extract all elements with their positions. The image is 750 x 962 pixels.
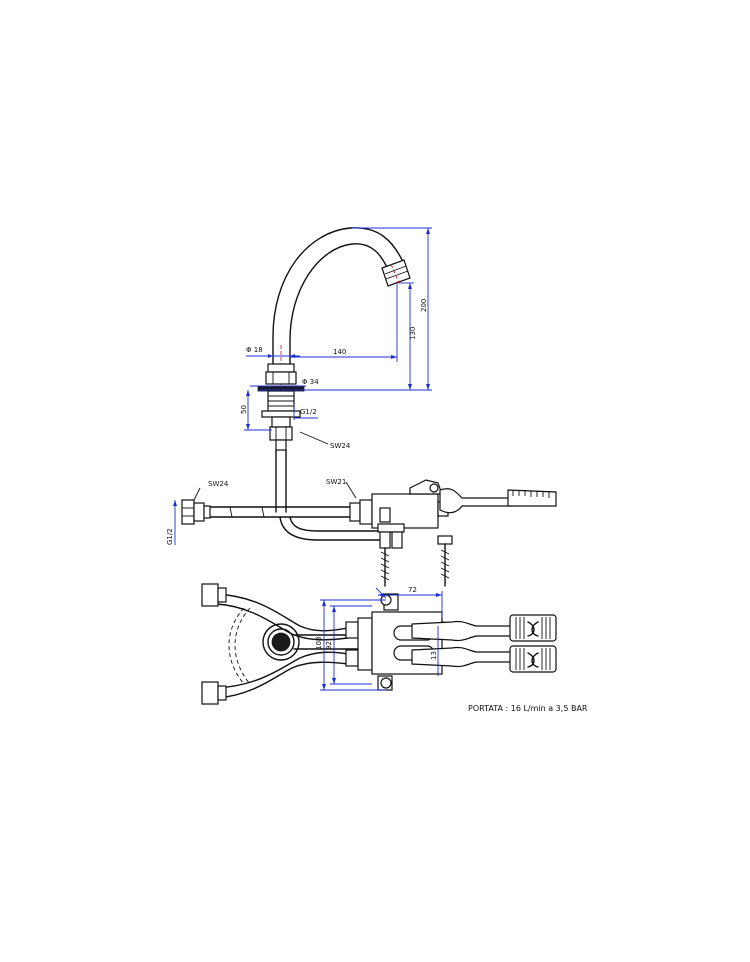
supply-pipe-upper <box>197 449 383 541</box>
dim-50: 50 <box>240 405 248 414</box>
pedal-side <box>507 489 557 507</box>
dim-200: 200 <box>420 299 428 312</box>
dim-130: 130 <box>409 327 417 340</box>
dim-phi34: Φ 34 <box>302 378 319 386</box>
plan-valve-body <box>345 593 448 691</box>
dimension-lines <box>173 227 443 691</box>
anchor-screws <box>380 543 450 587</box>
dim-phi18: Φ 18 <box>246 346 263 354</box>
dim-108: 108 <box>315 637 323 650</box>
plan-left-fittings <box>201 583 227 705</box>
plan-pedal-arms <box>411 620 513 668</box>
dim-72: 72 <box>408 586 417 594</box>
valve-body-side <box>349 479 513 549</box>
left-hose-fitting <box>181 499 211 525</box>
label-sw24-left: SW24 <box>208 480 229 488</box>
dim-g12-left: G1/2 <box>166 528 174 545</box>
label-sw21: SW21 <box>326 478 346 486</box>
flow-rate-note: PORTATA : 16 L/min a 3,5 BAR <box>468 704 588 713</box>
plan-pedals <box>509 614 557 673</box>
aerator <box>381 259 411 287</box>
dim-g12-top: G1/2 <box>300 408 317 416</box>
dim-92: 92 <box>325 641 333 650</box>
dim-140: 140 <box>333 348 346 356</box>
label-sw24-top: SW24 <box>330 442 351 450</box>
dim-13: 13 <box>430 651 438 660</box>
spout <box>272 227 411 440</box>
spout-base <box>257 363 305 451</box>
